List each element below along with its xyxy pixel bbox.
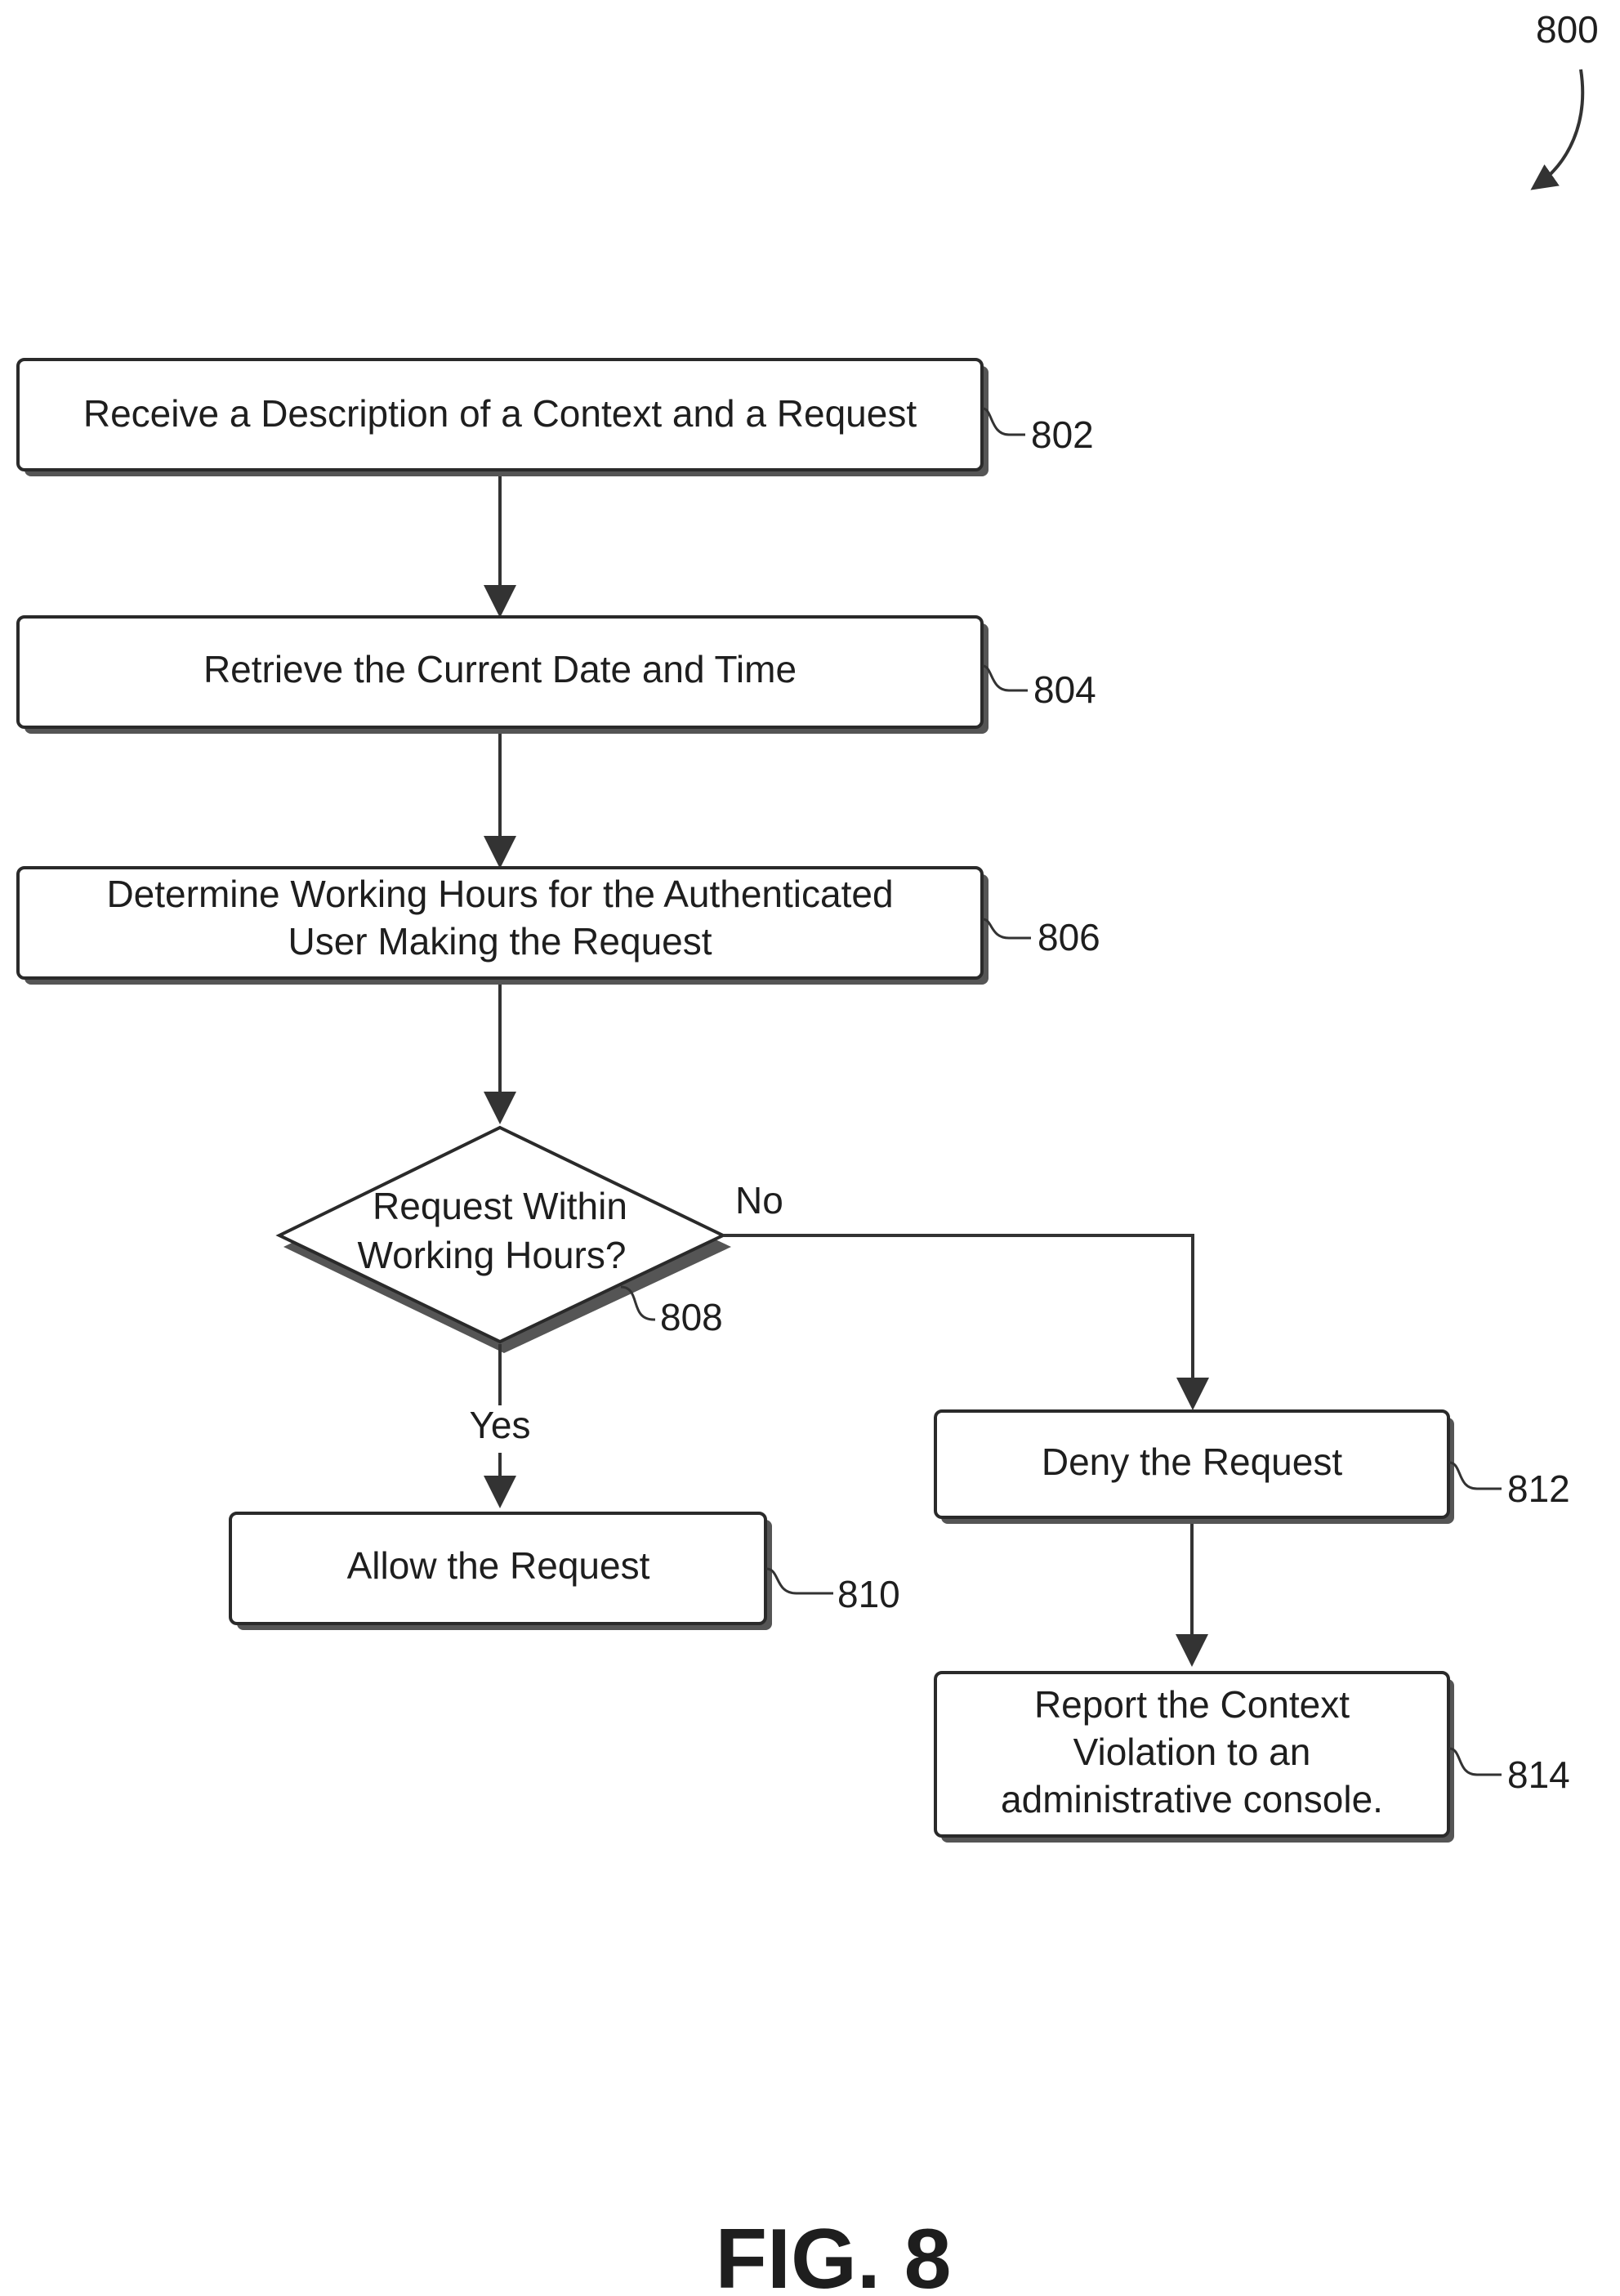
- decision-808-text-line1: Request Within: [373, 1185, 627, 1227]
- ref-808: 808: [660, 1296, 723, 1338]
- step-814-text-line1: Report the Context: [1034, 1683, 1350, 1726]
- ref-812: 812: [1507, 1467, 1570, 1510]
- leader-802: [983, 409, 1025, 435]
- step-804: Retrieve the Current Date and Time: [18, 617, 989, 734]
- leader-804: [983, 666, 1028, 690]
- step-814-text-line3: administrative console.: [1001, 1778, 1383, 1820]
- step-814: Report the Context Violation to an admin…: [935, 1673, 1454, 1843]
- arrow-808-812: [723, 1235, 1193, 1404]
- step-804-text: Retrieve the Current Date and Time: [203, 648, 797, 690]
- decision-808-text-line2: Working Hours?: [358, 1234, 627, 1276]
- step-806: Determine Working Hours for the Authenti…: [18, 868, 989, 985]
- branch-no-label: No: [735, 1179, 783, 1222]
- ref-802: 802: [1031, 413, 1094, 456]
- step-812-text: Deny the Request: [1042, 1441, 1342, 1483]
- branch-yes-label: Yes: [469, 1404, 530, 1446]
- ref-814: 814: [1507, 1753, 1570, 1796]
- leader-810: [766, 1569, 833, 1593]
- step-802: Receive a Description of a Context and a…: [18, 360, 989, 476]
- leader-814: [1449, 1749, 1502, 1775]
- leader-812: [1449, 1463, 1502, 1489]
- figure-reference-arrow: [1536, 69, 1582, 186]
- step-812: Deny the Request: [935, 1411, 1454, 1524]
- step-802-text: Receive a Description of a Context and a…: [83, 392, 917, 435]
- step-814-text-line2: Violation to an: [1073, 1731, 1311, 1773]
- step-806-text-line2: User Making the Request: [288, 920, 712, 963]
- ref-806: 806: [1038, 916, 1100, 958]
- ref-810: 810: [837, 1573, 900, 1615]
- step-806-text-line1: Determine Working Hours for the Authenti…: [106, 873, 893, 915]
- step-810-text: Allow the Request: [347, 1544, 650, 1587]
- leader-806: [983, 919, 1031, 938]
- figure-number: 800: [1536, 8, 1599, 51]
- ref-804: 804: [1033, 668, 1096, 711]
- step-810: Allow the Request: [230, 1513, 772, 1630]
- figure-caption: FIG. 8: [716, 2212, 952, 2296]
